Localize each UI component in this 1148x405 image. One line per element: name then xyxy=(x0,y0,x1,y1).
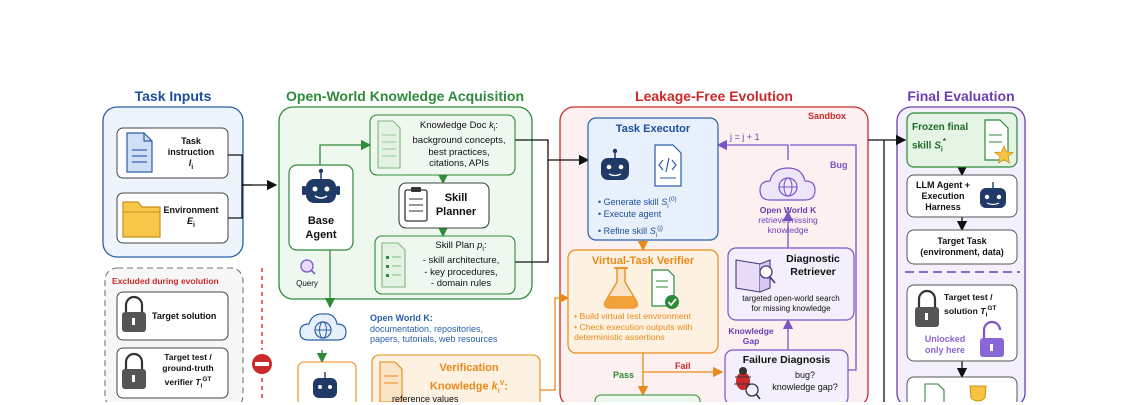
verifier-item-1: • Build virtual test environment xyxy=(574,311,692,321)
open-world-text: Open World K: documentation, repositorie… xyxy=(370,313,498,344)
cloud-globe-icon xyxy=(759,167,816,201)
task-executor-box xyxy=(587,117,719,241)
loop-label: j = j + 1 xyxy=(730,132,760,142)
robot-icon xyxy=(313,372,337,398)
target-solution-label: Target solution xyxy=(152,311,217,321)
task-inputs-header: Task Inputs xyxy=(134,88,212,104)
final-header: Final Evaluation xyxy=(907,88,1015,104)
excluded-label: Excluded during evolution xyxy=(112,276,219,286)
task-instruction-label: Task instruction Ii xyxy=(167,136,215,171)
checklist-icon xyxy=(651,269,679,309)
robot-icon xyxy=(601,148,629,180)
skill-plan-icon xyxy=(381,242,406,288)
target-task-box xyxy=(906,229,1018,265)
book-search-icon xyxy=(735,259,776,293)
verification-doc-icon xyxy=(379,361,403,402)
sandbox-label: Sandbox xyxy=(808,111,847,121)
verifier-title: Virtual-Task Verifier xyxy=(591,255,695,267)
pass-label: Pass xyxy=(613,370,635,380)
verification-line: reference values xyxy=(392,394,459,404)
skill-plan-box xyxy=(374,235,516,295)
failure-diagnosis-box xyxy=(724,349,849,402)
failure-text: bug? knowledge gap? xyxy=(772,370,838,392)
lock-icon xyxy=(122,295,146,332)
clipboard-icon xyxy=(404,187,428,222)
folder-icon xyxy=(122,201,161,238)
diagnostic-text: targeted open-world search for missing k… xyxy=(742,294,840,313)
bug-icon xyxy=(734,367,761,400)
knowledge-doc-box xyxy=(369,114,516,176)
verification-text: Verification Knowledge kiV: xyxy=(429,362,509,395)
skill-plan-text: Skill Plan pi: - skill architecture, - k… xyxy=(422,240,500,290)
verifier-item-2: • Check execution outputs with determini… xyxy=(574,322,693,342)
evolution-header: Leakage-Free Evolution xyxy=(635,88,793,104)
executor-item-2: • Execute agent xyxy=(598,209,662,219)
unlocked-label: Unlocked only here xyxy=(924,334,966,355)
acquisition-header: Open-World Knowledge Acquisition xyxy=(286,88,524,104)
document-icon xyxy=(126,132,153,173)
result-doc-icon xyxy=(924,383,945,402)
executor-item-3: • Refine skill Si(j) xyxy=(598,225,663,239)
query-label: Query xyxy=(296,279,318,288)
pass-result-box xyxy=(594,394,701,402)
skill-planner-label: Skill Planner xyxy=(435,192,477,218)
fail-label: Fail xyxy=(675,361,691,371)
knowledge-gap-label: Knowledge Gap xyxy=(728,326,774,346)
target-test-label: Target test / ground-truth verifier TiGT xyxy=(162,352,214,390)
flask-icon xyxy=(603,267,639,309)
environment-label: Environment Ei xyxy=(163,205,219,229)
task-executor-title: Task Executor xyxy=(615,123,691,135)
code-file-icon xyxy=(654,144,682,187)
open-world-retrieve-text: Open World K retrieve missing knowledge xyxy=(758,205,818,235)
query-magnifier-icon xyxy=(300,259,316,275)
executor-item-1: • Generate skill Si(0) xyxy=(598,196,677,210)
lock-icon xyxy=(122,352,146,389)
llm-agent-label: LLM Agent + Execution Harness xyxy=(916,180,970,212)
skill-doc-star-icon xyxy=(984,119,1015,164)
robot-icon xyxy=(980,182,1006,208)
lock-icon xyxy=(915,289,939,327)
bug-label: Bug xyxy=(830,160,848,170)
failure-title: Failure Diagnosis xyxy=(742,354,831,366)
base-agent-label: Base Agent xyxy=(305,215,337,241)
target-task-label: Target Task (environment, data) xyxy=(920,236,1004,257)
frozen-skill-label: Frozen final skill Si* xyxy=(912,122,969,154)
robot-icon xyxy=(302,168,340,203)
final-target-test-label: Target test / solution TiGT xyxy=(944,292,997,319)
cloud-globe-icon xyxy=(299,313,347,341)
unlocked-lock-icon xyxy=(980,320,1004,357)
knowledge-doc-text: Knowledge Doc ki: background concepts, b… xyxy=(412,120,506,170)
knowledge-doc-icon xyxy=(377,120,401,169)
virtual-task-verifier-box xyxy=(567,249,719,354)
diagnostic-title: Diagnostic Retriever xyxy=(786,253,840,278)
trophy-icon xyxy=(969,385,987,402)
verification-box xyxy=(371,354,541,402)
final-result-box xyxy=(906,376,1018,402)
